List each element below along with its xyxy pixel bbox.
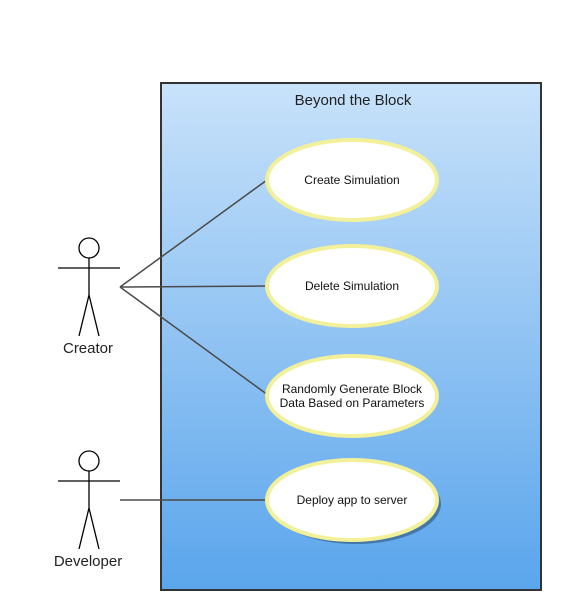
actor-creator-left-leg bbox=[78, 294, 90, 337]
use-case-deploy-label: Deploy app to server bbox=[297, 493, 408, 507]
use-case-create[interactable]: Create Simulation bbox=[265, 138, 439, 222]
actor-creator[interactable] bbox=[58, 237, 120, 337]
association-creator-generate bbox=[119, 286, 273, 399]
association-creator-delete bbox=[119, 285, 268, 288]
use-case-create-shape[interactable] bbox=[265, 138, 439, 222]
actor-developer-right-leg bbox=[88, 507, 100, 550]
use-case-generate-label-line-2: Data Based on Parameters bbox=[280, 396, 425, 410]
association-creator-create bbox=[119, 179, 268, 288]
actor-developer-label: Developer bbox=[54, 553, 122, 570]
use-case-delete-label: Delete Simulation bbox=[305, 279, 399, 293]
actor-creator-right-leg bbox=[88, 294, 100, 337]
actor-developer[interactable] bbox=[58, 450, 120, 550]
actor-creator-head bbox=[78, 237, 100, 259]
use-case-deploy-shape[interactable] bbox=[265, 458, 439, 542]
association-lines bbox=[119, 179, 273, 501]
actor-developer-left-leg bbox=[78, 507, 90, 550]
use-case-generate[interactable]: Randomly Generate Block Data Based on Pa… bbox=[265, 354, 439, 438]
use-case-delete-shape[interactable] bbox=[265, 244, 439, 328]
system-title: Beyond the Block bbox=[295, 92, 412, 109]
actor-developer-head bbox=[78, 450, 100, 472]
use-case-generate-label-line-1: Randomly Generate Block bbox=[282, 382, 423, 396]
use-case-delete[interactable]: Delete Simulation bbox=[265, 244, 439, 328]
use-case-deploy[interactable]: Deploy app to server bbox=[265, 458, 441, 544]
use-case-create-label: Create Simulation bbox=[304, 173, 399, 187]
use-case-generate-shape[interactable] bbox=[265, 354, 439, 438]
actor-creator-label: Creator bbox=[63, 340, 113, 357]
